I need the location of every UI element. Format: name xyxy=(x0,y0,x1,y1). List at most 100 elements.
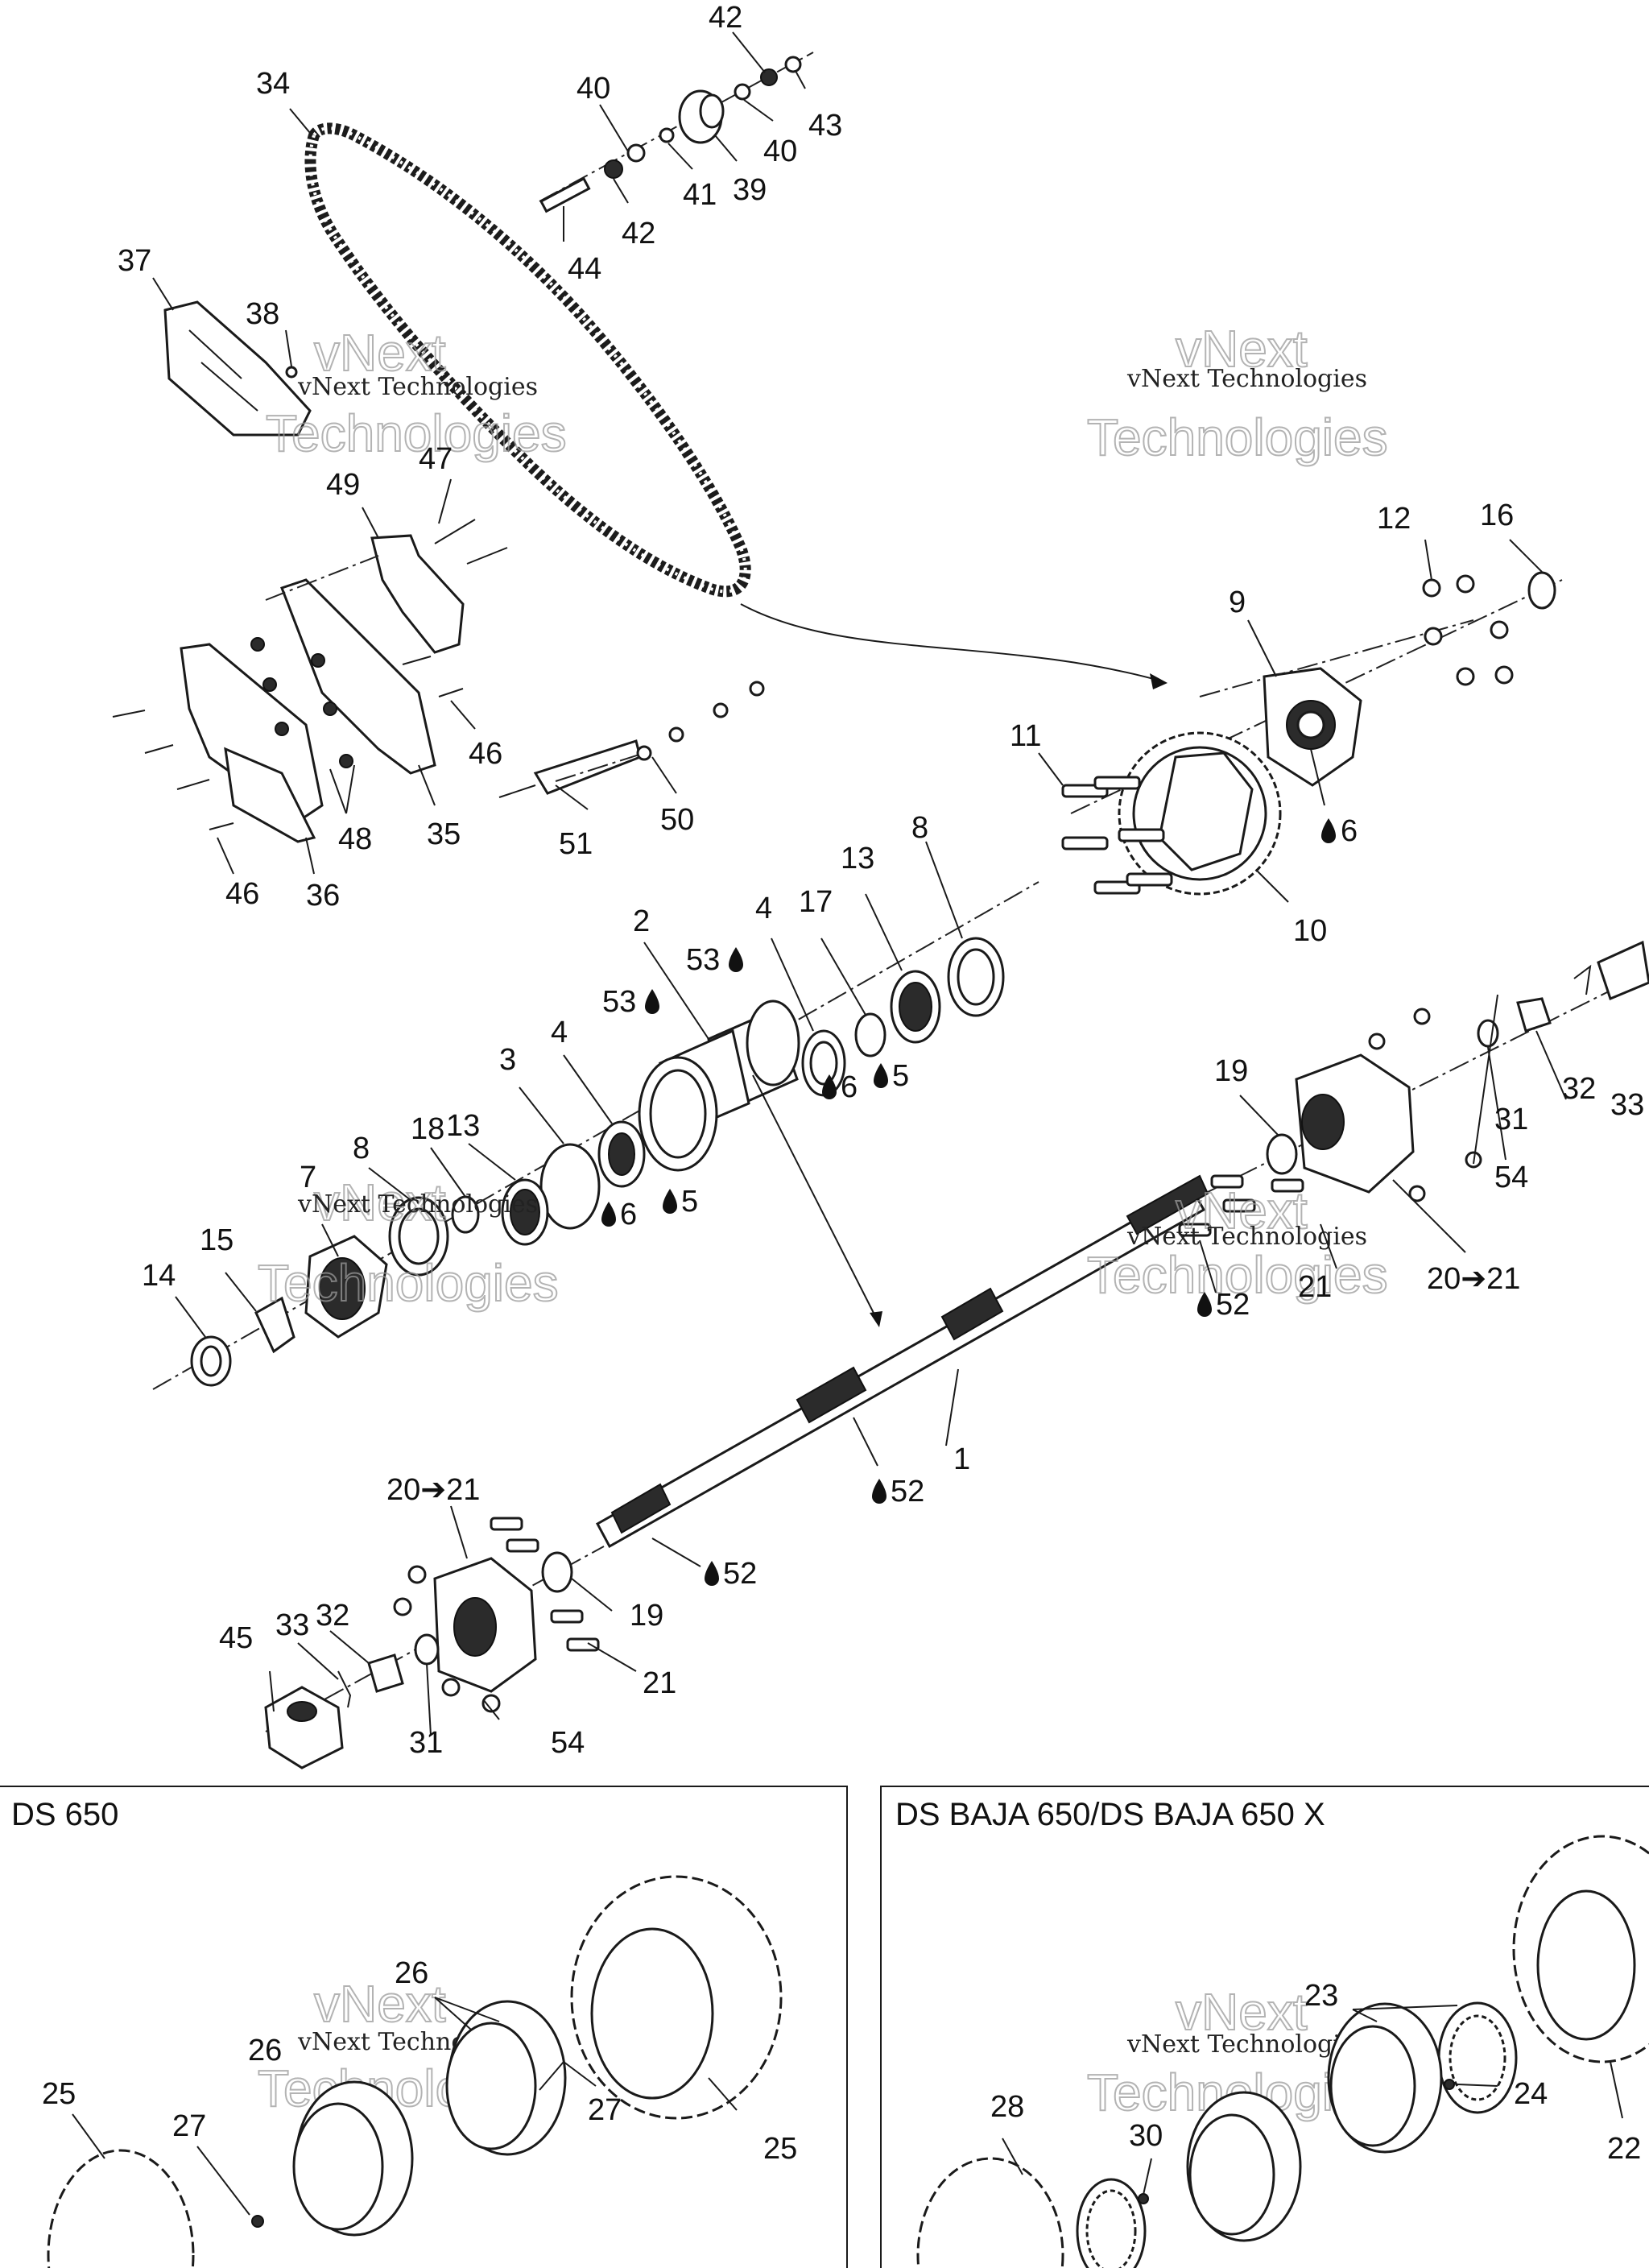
drop-icon xyxy=(874,1063,888,1088)
callout-51: 51 xyxy=(559,827,593,861)
callout-53: 53 xyxy=(602,985,636,1019)
callout-27: 27 xyxy=(588,2093,622,2127)
callout-52: 52 xyxy=(891,1475,924,1509)
callout-33: 33 xyxy=(1610,1088,1644,1122)
watermark-small-1: vNext Technologies xyxy=(297,373,538,401)
callout-16: 16 xyxy=(1480,499,1514,532)
callout-41: 41 xyxy=(683,178,717,212)
variant-panels: DS 650 DS BAJA 650/DS BAJA 650 X xyxy=(0,1786,1649,2268)
callout-5: 5 xyxy=(892,1059,909,1093)
right-hub-group xyxy=(1178,940,1649,1237)
callout-2: 2 xyxy=(633,904,650,938)
callout-45: 45 xyxy=(219,1621,253,1655)
left-hub-group xyxy=(264,1517,605,1769)
callout-21: 21 xyxy=(1298,1270,1332,1304)
watermark-small-2: vNext Technologies xyxy=(1126,365,1367,393)
callout-19: 19 xyxy=(1214,1054,1248,1088)
callout-52: 52 xyxy=(1216,1288,1250,1322)
callout-54: 54 xyxy=(1494,1161,1528,1194)
callout-35: 35 xyxy=(427,817,461,851)
callout-25: 25 xyxy=(763,2132,797,2166)
callout-42: 42 xyxy=(622,217,655,250)
callout-28: 28 xyxy=(990,2090,1024,2124)
callout-36: 36 xyxy=(306,879,340,913)
callout-24: 24 xyxy=(1514,2077,1548,2111)
callout-26: 26 xyxy=(248,2034,282,2067)
callout-11: 11 xyxy=(1010,719,1041,753)
callout-43: 43 xyxy=(808,109,842,143)
callout-6: 6 xyxy=(620,1198,637,1231)
sprocket-group xyxy=(1061,571,1563,896)
ds-baja-wheel-assembly xyxy=(916,1835,1649,2268)
callout-22: 22 xyxy=(1607,2132,1641,2166)
panel-title-ds-baja: DS BAJA 650/DS BAJA 650 X xyxy=(895,1797,1325,1832)
callout-20-21: 20➔21 xyxy=(386,1473,480,1507)
callout-34: 34 xyxy=(256,67,290,101)
chain-tensioner-group xyxy=(539,52,814,213)
callout-14: 14 xyxy=(142,1259,176,1293)
watermark-large-3: vNext xyxy=(1176,320,1308,378)
callout-13: 13 xyxy=(841,842,874,875)
callout-5: 5 xyxy=(681,1185,698,1219)
drop-icon xyxy=(705,1561,719,1586)
callout-54: 54 xyxy=(551,1726,585,1760)
callout-40: 40 xyxy=(577,72,610,106)
callout-49: 49 xyxy=(326,468,360,502)
callout-46: 46 xyxy=(225,877,259,911)
callout-8: 8 xyxy=(353,1132,370,1165)
watermark-large-1: vNext xyxy=(314,324,446,382)
callout-53: 53 xyxy=(686,943,720,977)
callout-46: 46 xyxy=(469,737,502,771)
callout-labels: 42 40 34 43 40 41 39 42 44 37 38 47 49 4… xyxy=(42,1,1644,2166)
callout-12: 12 xyxy=(1377,502,1411,536)
callout-7: 7 xyxy=(300,1161,316,1194)
drop-icon xyxy=(872,1479,886,1504)
callout-8: 8 xyxy=(911,811,928,845)
callout-44: 44 xyxy=(568,252,601,286)
callout-9: 9 xyxy=(1229,586,1246,619)
callout-15: 15 xyxy=(200,1223,234,1257)
watermark-large-11: vNext xyxy=(1176,1983,1308,2041)
callout-21: 21 xyxy=(643,1666,676,1700)
rear-axle-shaft xyxy=(595,1174,1209,1549)
lubricant-drop-icons xyxy=(601,818,1336,1586)
leader-lines xyxy=(72,31,1623,2216)
panel-title-ds650: DS 650 xyxy=(11,1797,118,1832)
callout-31: 31 xyxy=(409,1726,443,1760)
watermark-small-6: vNext Technologies xyxy=(1126,2030,1367,2059)
callout-27: 27 xyxy=(172,2109,206,2143)
watermark-large-5: vNext xyxy=(314,1173,446,1231)
watermark-large-8: Technologies xyxy=(1087,1246,1388,1304)
ds650-wheel-assembly xyxy=(47,1875,783,2268)
callout-20-21: 20➔21 xyxy=(1427,1262,1520,1296)
callout-3: 3 xyxy=(499,1043,516,1077)
callout-48: 48 xyxy=(338,822,372,856)
drop-icon xyxy=(822,1074,837,1099)
drop-icon xyxy=(645,989,659,1014)
callout-4: 4 xyxy=(551,1016,568,1049)
drop-icon xyxy=(1197,1292,1212,1317)
axle-housing-group xyxy=(152,881,1039,1390)
watermark-large-9: vNext xyxy=(314,1975,446,2033)
callout-10: 10 xyxy=(1293,914,1327,948)
watermark-large-6: Technologies xyxy=(258,1254,559,1312)
callout-1: 1 xyxy=(953,1442,970,1476)
callout-19: 19 xyxy=(630,1599,663,1633)
callout-32: 32 xyxy=(316,1599,349,1633)
callout-26: 26 xyxy=(395,1956,428,1990)
callout-13: 13 xyxy=(446,1109,480,1143)
callout-42: 42 xyxy=(709,1,742,35)
callout-39: 39 xyxy=(733,173,767,207)
watermark-small-3: vNext Technologies xyxy=(297,1190,538,1219)
watermark-large-7: vNext xyxy=(1176,1182,1308,1240)
callout-40: 40 xyxy=(763,135,797,168)
chain-guide-group xyxy=(112,300,765,843)
watermark-large-2: Technologies xyxy=(266,404,567,462)
drop-icon xyxy=(663,1189,677,1214)
callout-52: 52 xyxy=(723,1557,757,1591)
callout-6: 6 xyxy=(1341,814,1358,848)
callout-23: 23 xyxy=(1304,1979,1338,2013)
callout-31: 31 xyxy=(1494,1103,1528,1136)
callout-33: 33 xyxy=(275,1608,309,1642)
